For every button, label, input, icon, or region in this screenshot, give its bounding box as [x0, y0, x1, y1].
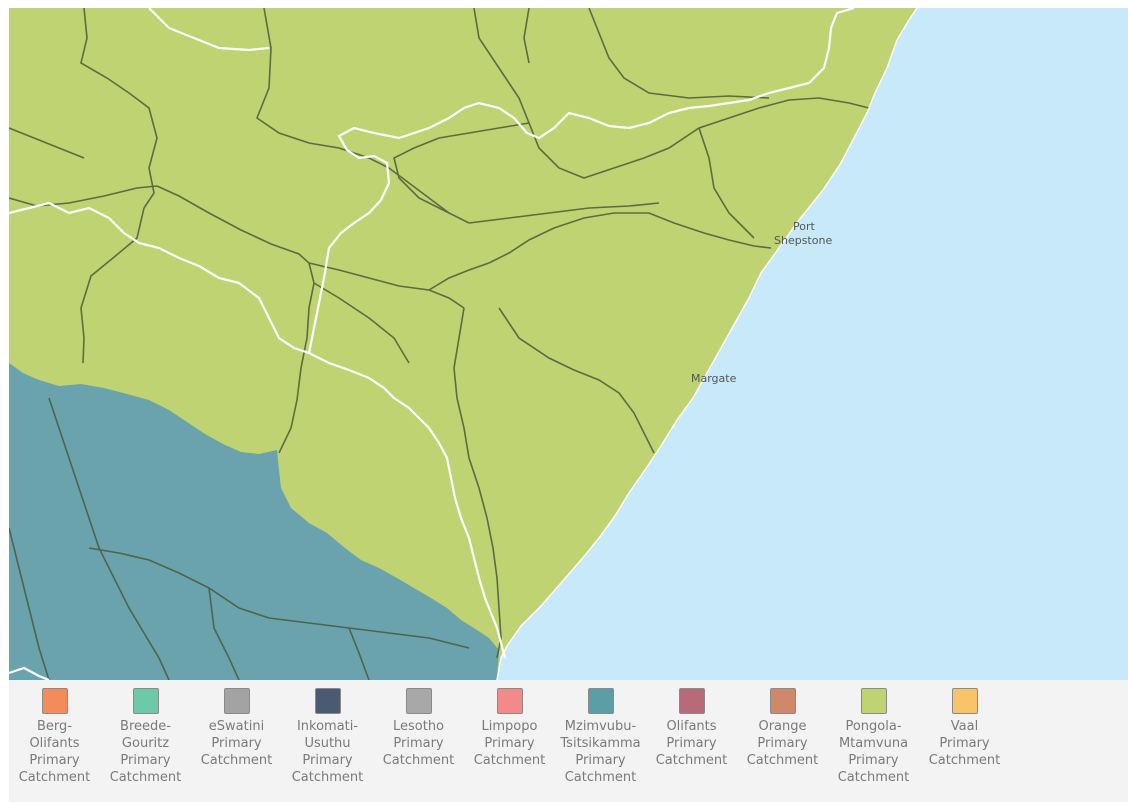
legend-swatch — [132, 688, 159, 714]
legend-item-pongola-mtamvuna-primary-catchment[interactable]: Pongola- Mtamvuna Primary Catchment — [828, 680, 919, 786]
legend-item-breede-gouritz-primary-catchment[interactable]: Breede- Gouritz Primary Catchment — [100, 680, 191, 786]
legend-swatch — [405, 688, 432, 714]
catchment-boundaries — [9, 8, 870, 680]
legend-swatch — [41, 688, 68, 714]
legend-swatch — [314, 688, 341, 714]
label-margate: Margate — [691, 372, 737, 385]
legend-label: Orange Primary Catchment — [746, 719, 819, 768]
legend-swatch — [587, 688, 614, 714]
legend-label: eSwatini Primary Catchment — [200, 719, 273, 768]
coastline — [496, 8, 918, 680]
legend-item-orange-primary-catchment[interactable]: Orange Primary Catchment — [737, 680, 828, 769]
legend-swatch — [496, 688, 523, 714]
legend-label: Berg- Olifants Primary Catchment — [18, 719, 91, 785]
catchment-legend: Berg- Olifants Primary Catchment Breede- … — [9, 680, 1128, 802]
legend-item-limpopo-primary-catchment[interactable]: Limpopo Primary Catchment — [464, 680, 555, 769]
label-port-shepstone-line1: Port — [793, 220, 815, 233]
legend-swatch — [769, 688, 796, 714]
legend-item-eswatini-primary-catchment[interactable]: eSwatini Primary Catchment — [191, 680, 282, 769]
legend-label: Mzimvubu- Tsitsikamma Primary Catchment — [560, 719, 641, 785]
legend-label: Breede- Gouritz Primary Catchment — [109, 719, 182, 785]
legend-label: Inkomati- Usuthu Primary Catchment — [291, 719, 364, 785]
legend-item-mzimvubu-tsitsikamma-primary-catchment[interactable]: Mzimvubu- Tsitsikamma Primary Catchment — [555, 680, 646, 786]
legend-swatch — [678, 688, 705, 714]
label-port-shepstone: Port Shepstone — [774, 220, 832, 247]
legend-swatch — [951, 688, 978, 714]
legend-label: Lesotho Primary Catchment — [382, 719, 455, 768]
map-canvas[interactable]: Port Shepstone Margate — [9, 8, 1128, 680]
legend-item-vaal-primary-catchment[interactable]: Vaal Primary Catchment — [919, 680, 1010, 769]
legend-swatch — [860, 688, 887, 714]
label-port-shepstone-line2: Shepstone — [774, 234, 832, 247]
legend-label: Vaal Primary Catchment — [928, 719, 1001, 768]
catchment-map[interactable]: Port Shepstone Margate — [9, 8, 1128, 680]
legend-item-berg-olifants-primary-catchment[interactable]: Berg- Olifants Primary Catchment — [9, 680, 100, 786]
legend-label: Pongola- Mtamvuna Primary Catchment — [837, 719, 910, 785]
province-borders — [9, 8, 855, 680]
legend-label: Limpopo Primary Catchment — [473, 719, 546, 768]
mzimvubu-tsitsikamma-region[interactable] — [9, 363, 499, 680]
legend-swatch — [223, 688, 250, 714]
legend-item-lesotho-primary-catchment[interactable]: Lesotho Primary Catchment — [373, 680, 464, 769]
legend-item-inkomati-usuthu-primary-catchment[interactable]: Inkomati- Usuthu Primary Catchment — [282, 680, 373, 786]
legend-item-olifants-primary-catchment[interactable]: Olifants Primary Catchment — [646, 680, 737, 769]
legend-label: Olifants Primary Catchment — [655, 719, 728, 768]
